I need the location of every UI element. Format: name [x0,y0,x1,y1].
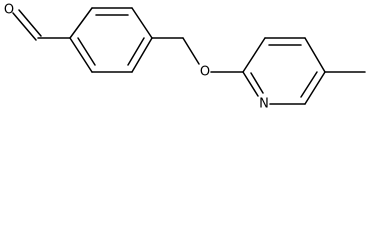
pyridine-bond [304,71,326,105]
pyridine-inner-bond [250,72,264,94]
pyridine-ring [242,37,326,105]
methyleneoxy-linker [151,37,244,73]
benzene-ring [69,7,153,73]
benzene-bond [131,37,153,73]
ether-oxygen-label: O [200,65,210,80]
pyridine-inner-bond [300,71,318,98]
bond-co-double-b [18,9,42,37]
aldehyde-oxygen-label: O [4,3,14,18]
benzene-bond [69,37,93,73]
pyridine-nitrogen-label: N [259,97,269,112]
pyridine-bond [242,37,266,73]
pyridine-bond [304,37,326,73]
aldehyde-group [12,9,71,41]
bond-co-double-a [12,12,37,41]
pyridine-bond [242,71,259,97]
benzene-inner-bond [127,37,145,66]
benzene-bond [69,7,93,39]
chemical-structure: O O N [4,3,366,112]
bond-ch2-o [182,37,200,65]
benzene-inner-bond [77,37,96,66]
benzene-bond [131,7,153,39]
